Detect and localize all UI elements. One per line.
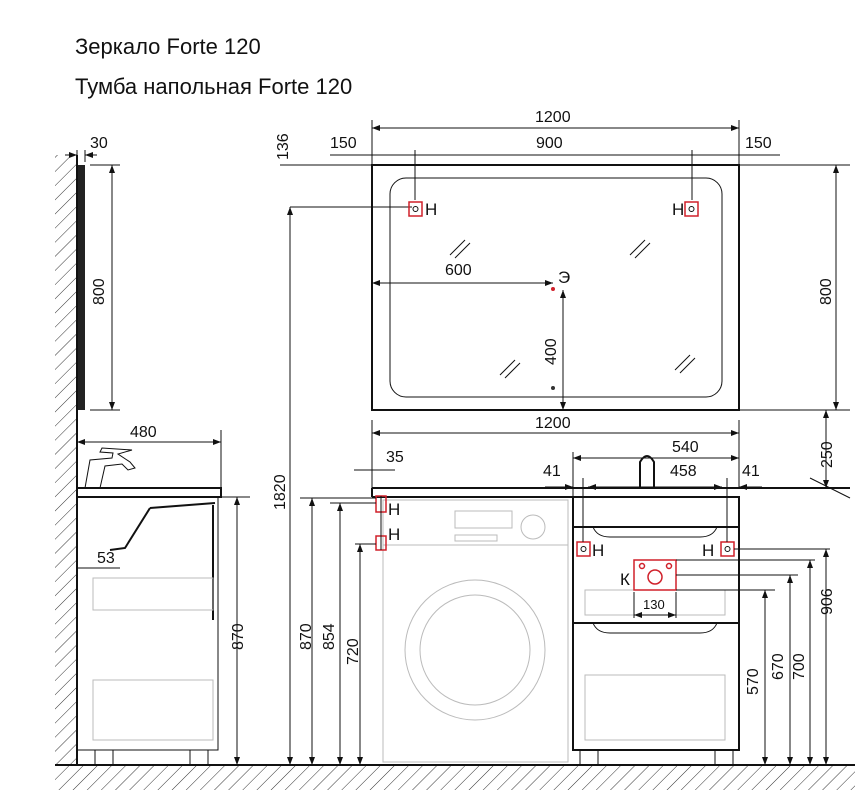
dim-570: 570	[745, 668, 762, 695]
dim-vanity-width: 1200	[535, 415, 571, 432]
dim-side-offset: 35	[386, 449, 404, 466]
dim-gap-top: 250	[819, 441, 836, 468]
dim-700: 700	[791, 653, 808, 680]
dim-mirror-width: 1200	[535, 109, 571, 126]
dim-mirror-margin-left: 150	[330, 135, 357, 152]
front-vanity	[300, 410, 851, 766]
title-mirror: Зеркало Forte 120	[75, 34, 261, 59]
water-marker-label: Н	[388, 525, 400, 544]
dim-side-vanity-height: 870	[230, 623, 247, 650]
dim-720: 720	[345, 638, 362, 665]
title-vanity: Тумба напольная Forte 120	[75, 74, 353, 99]
water-marker-label: Н	[425, 200, 437, 219]
dim-vanity-depth: 480	[130, 424, 157, 441]
dim-edge-left: 41	[543, 463, 561, 480]
dim-socket-y: 400	[543, 338, 560, 365]
dim-906: 906	[819, 588, 836, 615]
water-marker-label: Н	[702, 541, 714, 560]
water-marker-label: Н	[388, 500, 400, 519]
dim-cabinet-width: 540	[672, 439, 699, 456]
dim-mirror-center: 900	[536, 135, 563, 152]
wall-hatch	[55, 155, 77, 765]
dim-total-height: 1820	[272, 474, 289, 510]
dim-mirror-depth: 30	[90, 135, 108, 152]
dim-870: 870	[298, 623, 315, 650]
dim-top-offset: 136	[275, 133, 292, 160]
dim-side-mirror-height: 800	[91, 278, 108, 305]
dim-mirror-margin-right: 150	[745, 135, 772, 152]
electric-marker-label: Э	[558, 268, 570, 287]
dim-drain-offset: 53	[97, 550, 115, 567]
side-mirror	[65, 150, 120, 411]
water-marker-label: Н	[672, 200, 684, 219]
dim-inner-width: 458	[670, 463, 697, 480]
dim-670: 670	[770, 653, 787, 680]
dim-edge-right: 41	[742, 463, 760, 480]
water-marker-label: Н	[592, 541, 604, 560]
dim-sewer-width: 130	[643, 597, 665, 612]
dim-socket-x: 600	[445, 262, 472, 279]
dim-mirror-height: 800	[818, 278, 835, 305]
floor-hatch	[55, 766, 855, 790]
sewer-marker-label: К	[620, 570, 630, 589]
side-vanity	[76, 430, 250, 766]
dim-854: 854	[321, 623, 338, 650]
front-mirror	[280, 120, 850, 765]
